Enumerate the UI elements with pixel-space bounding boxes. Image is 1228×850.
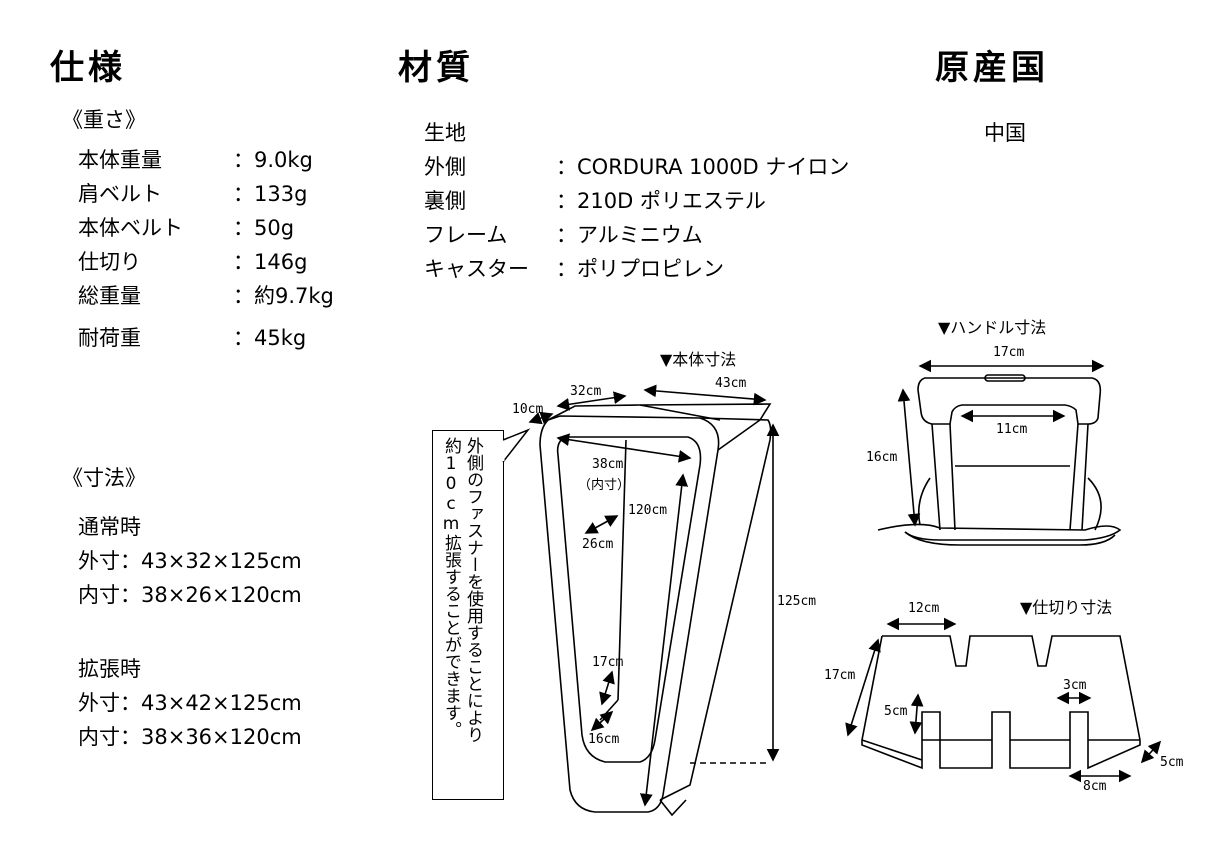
load-label: 耐荷重 [78,326,141,350]
expanded-outer: 外寸：43×42×125cm [78,691,302,715]
label-16cm: 16cm [588,732,620,747]
divider-5cm-d-arrow [1140,740,1162,764]
origin-heading: 原産国 [935,48,1049,88]
dim-38cm-arrow [556,433,692,463]
body-diagram-title: ▼本体寸法 [660,350,737,369]
material-label-inner: 裏側 [424,189,466,213]
handle-label-11cm: 11cm [996,422,1028,437]
weight-value-divider: ：146g [233,250,308,274]
handle-diagram-title: ▼ハンドル寸法 [938,318,1047,337]
normal-outer: 外寸：43×32×125cm [78,549,302,573]
bag-top-face [547,403,772,451]
handle-grip-outline [917,377,1102,425]
divider-label-8cm: 8cm [1083,779,1107,794]
dim-43cm-arrow [643,384,767,406]
weight-value-body-belt: ：50g [233,216,295,240]
label-10cm: 10cm [512,402,544,417]
load-value: ：45kg [233,326,307,350]
label-26cm: 26cm [582,537,614,552]
divider-front-outline [861,635,1141,770]
dim-16cm-arrow [590,710,614,732]
material-value-outer: ：CORDURA 1000D ナイロン [556,155,850,179]
dimensions-normal: 通常時 外寸：43×32×125cm 内寸：38×26×120cm [78,510,302,612]
weight-title: 《重さ》 [62,108,146,132]
fabric-title: 生地 [424,121,466,145]
origin-country: 中国 [984,121,1026,145]
material-label-frame: フレーム [424,223,508,247]
weight-value-shoulder-belt: ：133g [233,182,308,206]
handle-base-outline [877,523,1122,541]
expand-note-box: 約10cm拡張することができます。 外側のファスナーを使用することにより [432,430,504,800]
label-inner: （内寸） [578,478,631,493]
material-heading: 材質 [398,48,474,88]
dimensions-title: 《寸法》 [62,466,146,490]
dimensions-expanded: 拡張時 外寸：43×42×125cm 内寸：38×36×120cm [78,652,302,754]
weight-value-body: ：9.0kg [233,148,313,172]
divider-label-3cm: 3cm [1063,678,1087,693]
expand-note-col1: 約10cm拡張することができます。 [441,437,461,738]
weight-label-shoulder-belt: 肩ベルト [78,182,162,206]
handle-grip-slot [984,374,1026,382]
divider-5cm-h-arrow [909,693,924,735]
label-17cm: 17cm [592,655,624,670]
weight-label-total: 総重量 [78,284,141,308]
dim-120cm-arrow [639,473,689,807]
expanded-title: 拡張時 [78,657,141,681]
divider-label-5cm-h: 5cm [884,704,908,719]
divider-17cm-arrow [845,638,881,737]
label-125cm: 125cm [777,594,817,609]
divider-label-17cm: 17cm [824,668,856,683]
expanded-inner: 内寸：38×36×120cm [78,725,302,749]
divider-label-5cm-d: 5cm [1160,755,1184,770]
bag-outer-outline [539,415,720,813]
divider-diagram-title: ▼仕切り寸法 [1020,598,1113,617]
weight-table: 本体重量：9.0kg 肩ベルト：133g 本体ベルト：50g 仕切り：146g … [78,143,334,355]
divider-label-12cm: 12cm [908,601,940,616]
label-120cm: 120cm [628,503,668,518]
label-43cm: 43cm [715,376,747,391]
material-label-caster: キャスター [424,257,529,281]
expand-note-col2: 外側のファスナーを使用することにより [463,437,483,743]
material-value-caster: ：ポリプロピレン [556,257,724,281]
weight-label-body: 本体重量 [78,148,162,172]
material-value-inner: ：210D ポリエステル [556,189,766,213]
dim-10cm-arrow [528,411,554,425]
normal-inner: 内寸：38×26×120cm [78,583,302,607]
dim-17cm-arrow [599,670,615,706]
dim-32cm-arrow [556,391,627,411]
handle-label-16cm: 16cm [866,450,898,465]
weight-label-body-belt: 本体ベルト [78,216,183,240]
dim-26cm-arrow [584,515,619,534]
divider-top-outline [882,635,1141,741]
weight-label-divider: 仕切り [78,250,141,274]
material-value-frame: ：アルミニウム [556,223,703,247]
label-32cm: 32cm [570,384,602,399]
material-label-outer: 外側 [424,155,466,179]
normal-title: 通常時 [78,515,141,539]
material-table: 生地 外側：CORDURA 1000D ナイロン 裏側：210D ポリエステル … [424,116,849,286]
weight-value-total: ：約9.7kg [233,284,334,308]
label-38cm: 38cm [592,457,624,472]
handle-16cm-arrow [897,388,921,527]
handle-label-17cm: 17cm [993,345,1025,360]
spec-heading: 仕様 [50,48,126,88]
